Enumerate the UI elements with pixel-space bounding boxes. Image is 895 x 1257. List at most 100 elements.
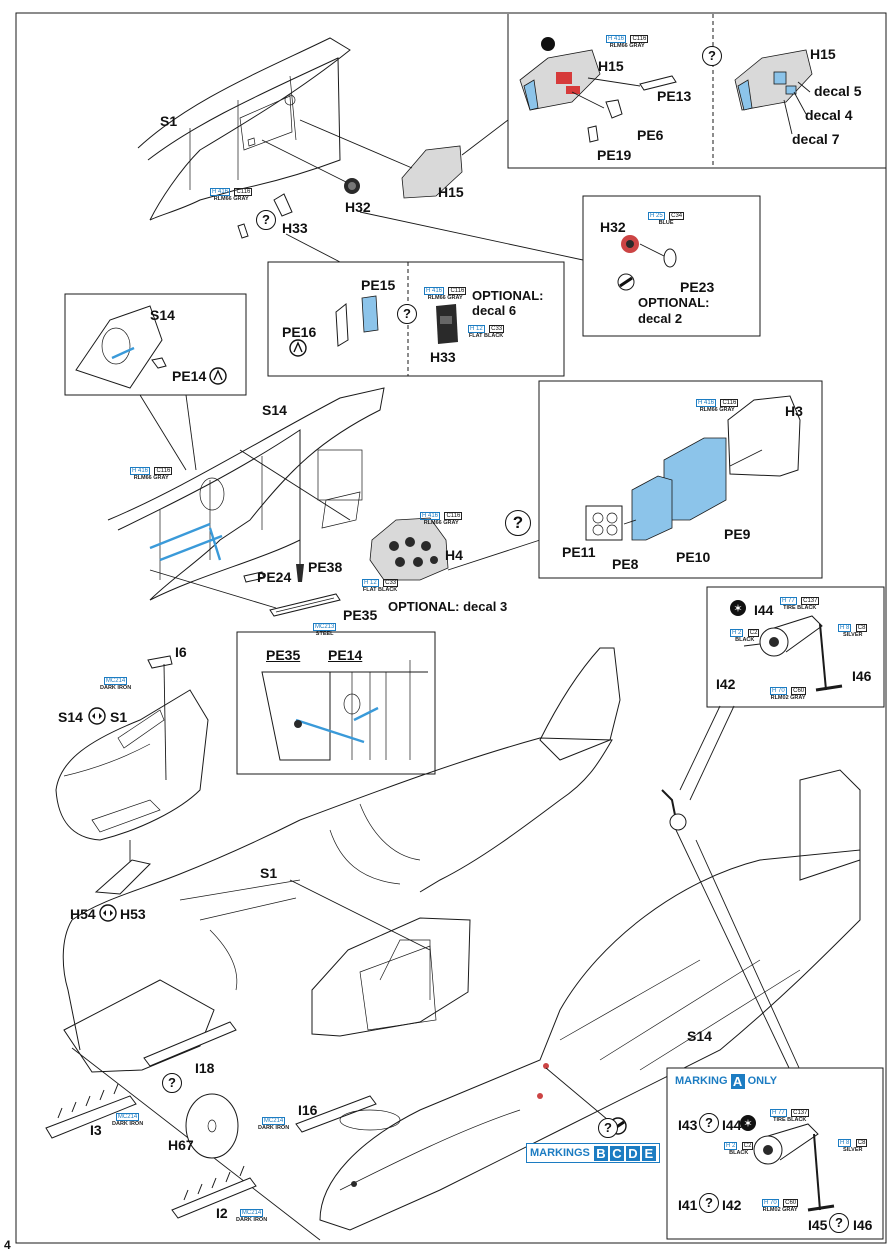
paint-callout-mc213: MC213 STEEL bbox=[313, 623, 337, 637]
callout-h4: H4 bbox=[445, 547, 463, 563]
callout-s1-top: S1 bbox=[160, 113, 178, 129]
panel-left-pe19: PE19 bbox=[597, 147, 632, 163]
swap-icon-s14-s1 bbox=[88, 707, 106, 725]
paint-callout-h416: H 416 C116 RLM66 GRAY bbox=[210, 188, 253, 202]
optional-question-icon: ? bbox=[162, 1073, 182, 1093]
marking-letter-e: E bbox=[641, 1145, 656, 1161]
panel-right-decal7: decal 7 bbox=[792, 131, 840, 147]
optional-question-icon: ? bbox=[397, 304, 417, 324]
panel-right-decal5: decal 5 bbox=[814, 83, 862, 99]
page-number: 4 bbox=[4, 1238, 11, 1252]
h32-panel-pe23: PE23 bbox=[680, 279, 715, 295]
inset-s14: S14 bbox=[150, 307, 175, 323]
decal-icon-h32 bbox=[541, 37, 555, 51]
optional-question-icon: ? bbox=[829, 1213, 849, 1233]
paint-callout-h416: H 416 C116 RLM66 GRAY bbox=[130, 467, 173, 481]
h33-panel-decal: decal 6 bbox=[472, 303, 517, 318]
ip-pe11: PE11 bbox=[562, 544, 596, 560]
instrument-panel-box bbox=[538, 380, 823, 579]
fuselage-s1-top bbox=[137, 37, 463, 239]
wheel-bot-i45: I45 bbox=[808, 1217, 828, 1233]
callout-pe35: PE35 bbox=[343, 607, 378, 623]
optional-question-icon: ? bbox=[505, 510, 531, 536]
paint-callout-h416: H 416 C116 RLM66 GRAY bbox=[424, 287, 467, 301]
paint-callout-h2: H 2 C2 BLACK bbox=[730, 629, 760, 643]
h33-panel-h33: H33 bbox=[430, 349, 456, 365]
paint-callout-h77: H 77 C137 TIRE BLACK bbox=[770, 1109, 810, 1123]
markings-bcde: MARKINGS B C D E bbox=[526, 1143, 660, 1163]
callout-s14-mid: S14 bbox=[262, 402, 287, 418]
optional-question-icon: ? bbox=[699, 1193, 719, 1213]
panel-left-pe6: PE6 bbox=[637, 127, 664, 143]
marking-a-suffix: ONLY bbox=[747, 1075, 778, 1087]
optional-question-icon: ? bbox=[598, 1118, 618, 1138]
callout-i6: I6 bbox=[175, 644, 187, 660]
optional-question-icon: ? bbox=[699, 1113, 719, 1133]
wheel-top-i46: I46 bbox=[852, 668, 872, 684]
paint-callout-h416: H 416 C116 RLM66 GRAY bbox=[606, 35, 649, 49]
paint-callout-h8: H 8 C8 SILVER bbox=[838, 1139, 868, 1153]
panel-left-pe13: PE13 bbox=[657, 88, 692, 104]
paint-callout-h77: H 77 C137 TIRE BLACK bbox=[780, 597, 820, 611]
markings-label: MARKINGS bbox=[530, 1147, 590, 1159]
callout-pe24: PE24 bbox=[257, 569, 292, 585]
star-decal-icon: ✶ bbox=[740, 1115, 756, 1131]
callout-s14-left: S14 bbox=[58, 709, 83, 725]
callout-s14-bottom: S14 bbox=[687, 1028, 712, 1044]
optional-question-icon: ? bbox=[256, 210, 276, 230]
paint-callout-h416: H 416 C116 RLM66 GRAY bbox=[696, 399, 739, 413]
svg-text:✶: ✶ bbox=[743, 1117, 752, 1130]
main-fuselage bbox=[45, 647, 861, 1241]
inset-pe14-detail: PE14 bbox=[328, 647, 363, 663]
paint-callout-h12: H 12 C33 FLAT BLACK bbox=[362, 579, 399, 593]
h33-panel-optional: OPTIONAL: bbox=[472, 288, 544, 303]
wheel-bot-i42: I42 bbox=[722, 1197, 742, 1213]
wheel-bot-i43: I43 bbox=[678, 1117, 698, 1133]
ip-pe10: PE10 bbox=[676, 549, 711, 565]
swap-icon-h54-h53 bbox=[99, 904, 117, 922]
callout-h15: H15 bbox=[438, 184, 464, 200]
callout-h32: H32 bbox=[345, 199, 371, 215]
wheel-bot-i44: I44 bbox=[722, 1117, 742, 1133]
paint-callout-h2: H 2 C2 BLACK bbox=[724, 1142, 754, 1156]
wheel-top-i44: I44 bbox=[754, 602, 774, 618]
fuselage-s14-mid bbox=[107, 387, 541, 617]
ip-pe8: PE8 bbox=[612, 556, 639, 572]
callout-i16: I16 bbox=[298, 1102, 318, 1118]
wheel-top-i42: I42 bbox=[716, 676, 736, 692]
marking-a-label: MARKING bbox=[675, 1075, 728, 1087]
wheel-bot-i41: I41 bbox=[678, 1197, 698, 1213]
paint-callout-mc214: MC214 DARK IRON bbox=[100, 677, 132, 691]
rotate-icon-pe16 bbox=[289, 339, 307, 357]
ip-pe9: PE9 bbox=[724, 526, 751, 542]
star-decal-icon: ✶ bbox=[730, 600, 746, 616]
inset-pe35: PE35 bbox=[266, 647, 301, 663]
panel-right-h15: H15 bbox=[810, 46, 836, 62]
h4-optional-decal3: OPTIONAL: decal 3 bbox=[388, 599, 508, 614]
marking-letter-d: D bbox=[625, 1145, 640, 1161]
callout-s1-mid: S1 bbox=[260, 865, 278, 881]
paint-callout-mc214: MC214 DARK IRON bbox=[112, 1113, 144, 1127]
panel-right-decal4: decal 4 bbox=[805, 107, 853, 123]
paint-callout-mc214: MC214 DARK IRON bbox=[258, 1117, 290, 1131]
wheel-bot-i46: I46 bbox=[853, 1217, 873, 1233]
page-border bbox=[15, 12, 887, 1244]
callout-h33: H33 bbox=[282, 220, 308, 236]
paint-callout-mc214: MC214 DARK IRON bbox=[236, 1209, 268, 1223]
h32-panel-optional: OPTIONAL: bbox=[638, 295, 710, 310]
panel-left-h15: H15 bbox=[598, 58, 624, 74]
detail-inset bbox=[236, 631, 436, 775]
h33-panel bbox=[267, 233, 565, 377]
marking-letter-c: C bbox=[609, 1145, 624, 1161]
nose-s14-s1 bbox=[55, 655, 209, 895]
h32-panel-h32: H32 bbox=[600, 219, 626, 235]
marking-a-only: MARKING A ONLY bbox=[675, 1073, 777, 1089]
svg-text:✶: ✶ bbox=[733, 602, 742, 615]
paint-callout-h8: H 8 C8 SILVER bbox=[838, 624, 868, 638]
h32-panel-decal: decal 2 bbox=[638, 311, 683, 326]
paint-callout-h416: H 416 C116 RLM66 GRAY bbox=[420, 512, 463, 526]
callout-i18: I18 bbox=[195, 1060, 215, 1076]
h33-panel-pe15: PE15 bbox=[361, 277, 396, 293]
